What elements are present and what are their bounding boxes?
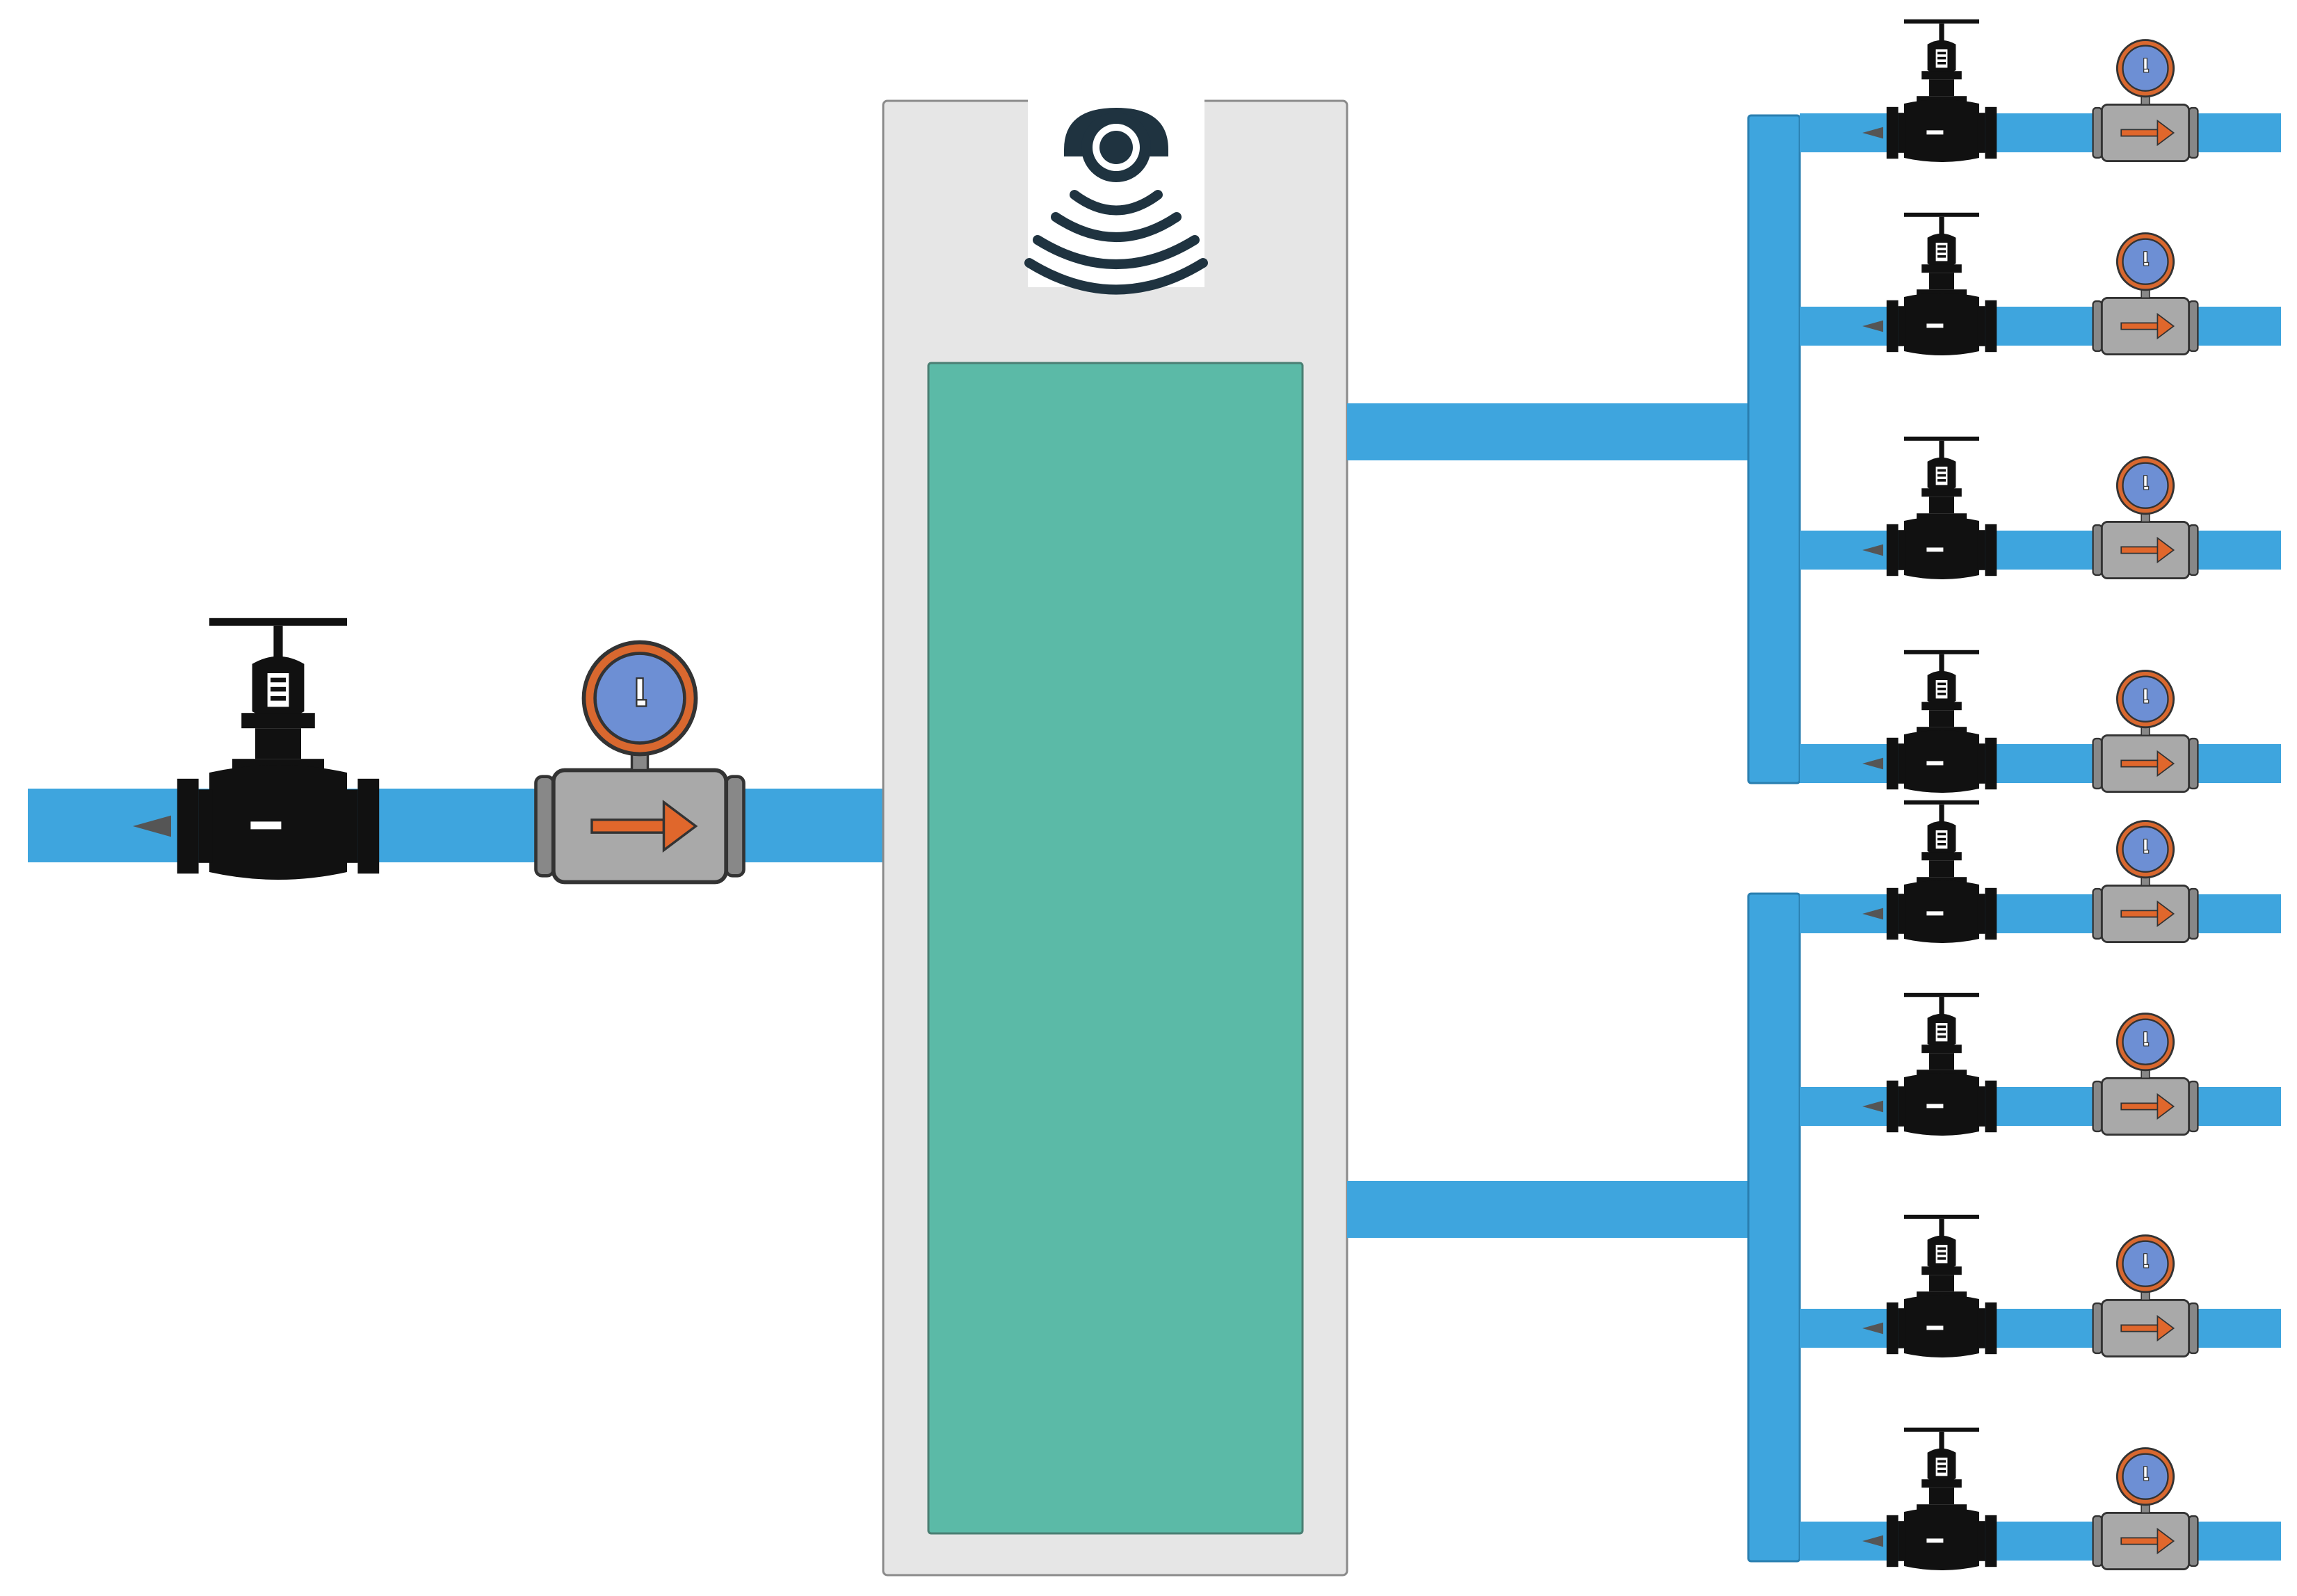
branch-flow-meter-icon[interactable]: [2092, 820, 2199, 944]
branch-flow-meter-icon[interactable]: [2092, 1234, 2199, 1358]
branch-flow-meter-icon[interactable]: [2092, 1013, 2199, 1136]
wireless-sensor-icon: [1024, 99, 1208, 295]
outlet-pipe-upper: [1347, 403, 1750, 460]
branch-flow-meter-icon[interactable]: [2092, 232, 2199, 356]
inlet-flow-meter-icon[interactable]: [536, 643, 744, 882]
outlet-pipe-lower: [1347, 1181, 1750, 1238]
manifold-lower: [1747, 892, 1801, 1563]
branch-flow-meter-icon[interactable]: [2092, 39, 2199, 163]
branch-flow-meter-icon[interactable]: [2092, 456, 2199, 580]
tank-icon: [927, 362, 1304, 1535]
branch-flow-meter-icon[interactable]: [2092, 670, 2199, 793]
manifold-upper: [1747, 114, 1801, 784]
branch-flow-meter-icon[interactable]: [2092, 1447, 2199, 1571]
